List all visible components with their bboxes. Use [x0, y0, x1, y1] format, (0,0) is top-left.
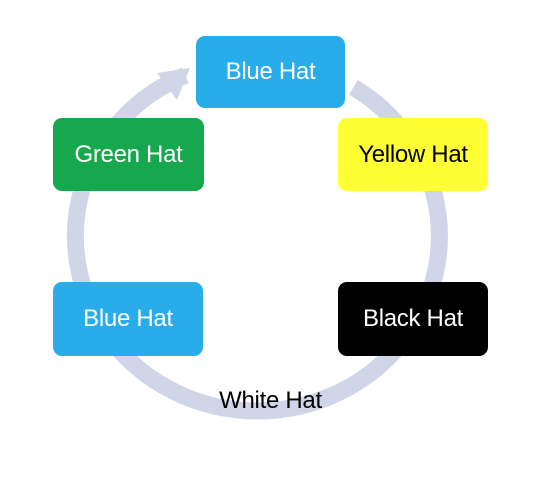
blue-hat-label-left: Blue Hat — [83, 305, 173, 332]
black-hat-box: Black Hat — [338, 282, 488, 356]
blue-hat-box-top: Blue Hat — [196, 36, 345, 108]
cycle-arrowhead — [157, 68, 190, 100]
black-hat-label: Black Hat — [362, 305, 463, 332]
green-hat-label: Green Hat — [74, 140, 183, 168]
white-hat-box: White Hat — [196, 379, 345, 423]
blue-hat-label-top: Blue Hat — [225, 58, 316, 85]
white-hat-label: White Hat — [219, 387, 322, 414]
yellow-hat-label: Yellow Hat — [358, 140, 468, 168]
blue-hat-box-left: Blue Hat — [53, 282, 203, 356]
green-hat-box: Green Hat — [53, 118, 204, 191]
yellow-hat-box: Yellow Hat — [338, 118, 488, 191]
